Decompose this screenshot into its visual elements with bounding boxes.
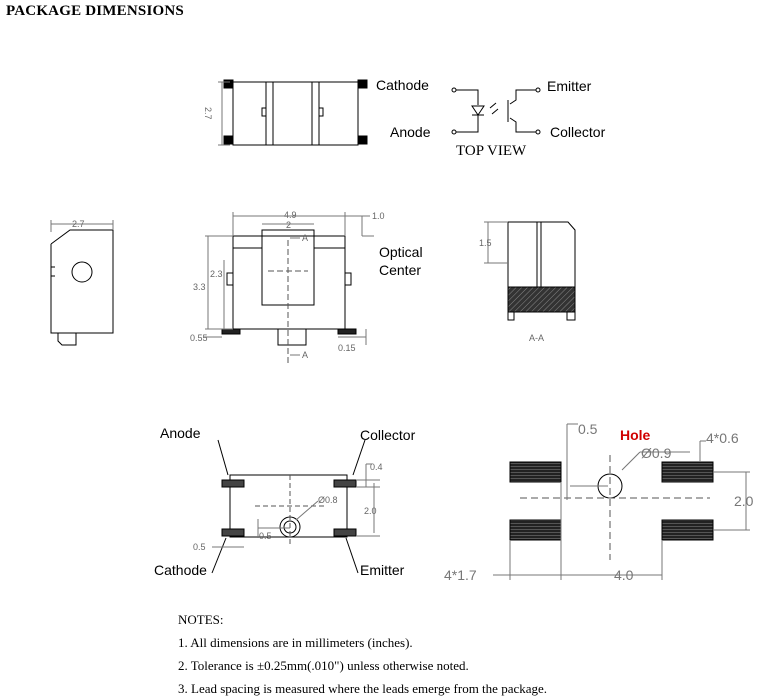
note-item: 3. Lead spacing is measured where the le… <box>178 681 548 696</box>
label-section: A-A <box>529 333 544 343</box>
page-title: PACKAGE DIMENSIONS <box>6 3 184 19</box>
section-mark-bottom: A <box>302 350 308 360</box>
dim-front-total-h: 3.3 <box>193 282 206 292</box>
dim-front-lead: 0.55 <box>190 333 208 343</box>
top-view-package <box>218 79 368 146</box>
label-hole: Hole <box>620 427 651 443</box>
dim-front-inner: 2 <box>286 220 291 230</box>
label-cathode: Cathode <box>376 77 429 93</box>
notes-heading: NOTES: <box>178 612 224 627</box>
dim-front-width: 4.9 <box>284 210 297 220</box>
section-view <box>484 221 576 321</box>
notes: NOTES: 1. All dimensions are in millimet… <box>178 608 547 700</box>
dim-side-width: 2.7 <box>72 219 85 229</box>
dim-front-foot: 0.15 <box>338 343 356 353</box>
schematic-symbol <box>451 87 541 135</box>
land-pattern <box>493 423 750 580</box>
dim-section-h: 1.5 <box>479 238 492 248</box>
label-anode: Anode <box>390 124 431 140</box>
dim-pad-pitch: 2.0 <box>734 493 754 509</box>
dim-pad-count-w: 4*0.6 <box>706 430 739 446</box>
label-bottom-anode: Anode <box>160 425 201 441</box>
dim-bottom-offset: 0.5 <box>259 531 272 541</box>
dim-pad-hole: Ø0.9 <box>641 445 672 461</box>
dim-bottom-lead-w: 0.5 <box>193 542 206 552</box>
label-optical-center-1: Optical <box>379 244 423 260</box>
note-item: 2. Tolerance is ±0.25mm(.010") unless ot… <box>178 658 469 673</box>
front-view <box>204 212 374 365</box>
label-bottom-emitter: Emitter <box>360 562 405 578</box>
side-view <box>50 220 114 346</box>
bottom-view <box>211 439 380 574</box>
dim-bottom-pitch: 2.0 <box>364 506 377 516</box>
dim-pad-count-l: 4*1.7 <box>444 567 477 583</box>
label-emitter: Emitter <box>547 78 592 94</box>
label-top-view: TOP VIEW <box>456 143 527 159</box>
label-bottom-collector: Collector <box>360 427 416 443</box>
dim-bottom-lead-h: 0.4 <box>370 462 383 472</box>
dim-bottom-hole: Ø0.8 <box>318 495 338 505</box>
note-item: 1. All dimensions are in millimeters (in… <box>178 635 413 650</box>
label-optical-center-2: Center <box>379 262 421 278</box>
dim-top-height: 2.7 <box>203 107 213 120</box>
label-collector: Collector <box>550 124 606 140</box>
dim-front-inner-h: 2.3 <box>210 269 223 279</box>
label-bottom-cathode: Cathode <box>154 562 207 578</box>
dim-pad-span: 4.0 <box>614 567 634 583</box>
section-mark-top: A <box>302 233 308 243</box>
dim-pad-offset: 0.5 <box>578 421 598 437</box>
dim-front-top: 1.0 <box>372 211 385 221</box>
